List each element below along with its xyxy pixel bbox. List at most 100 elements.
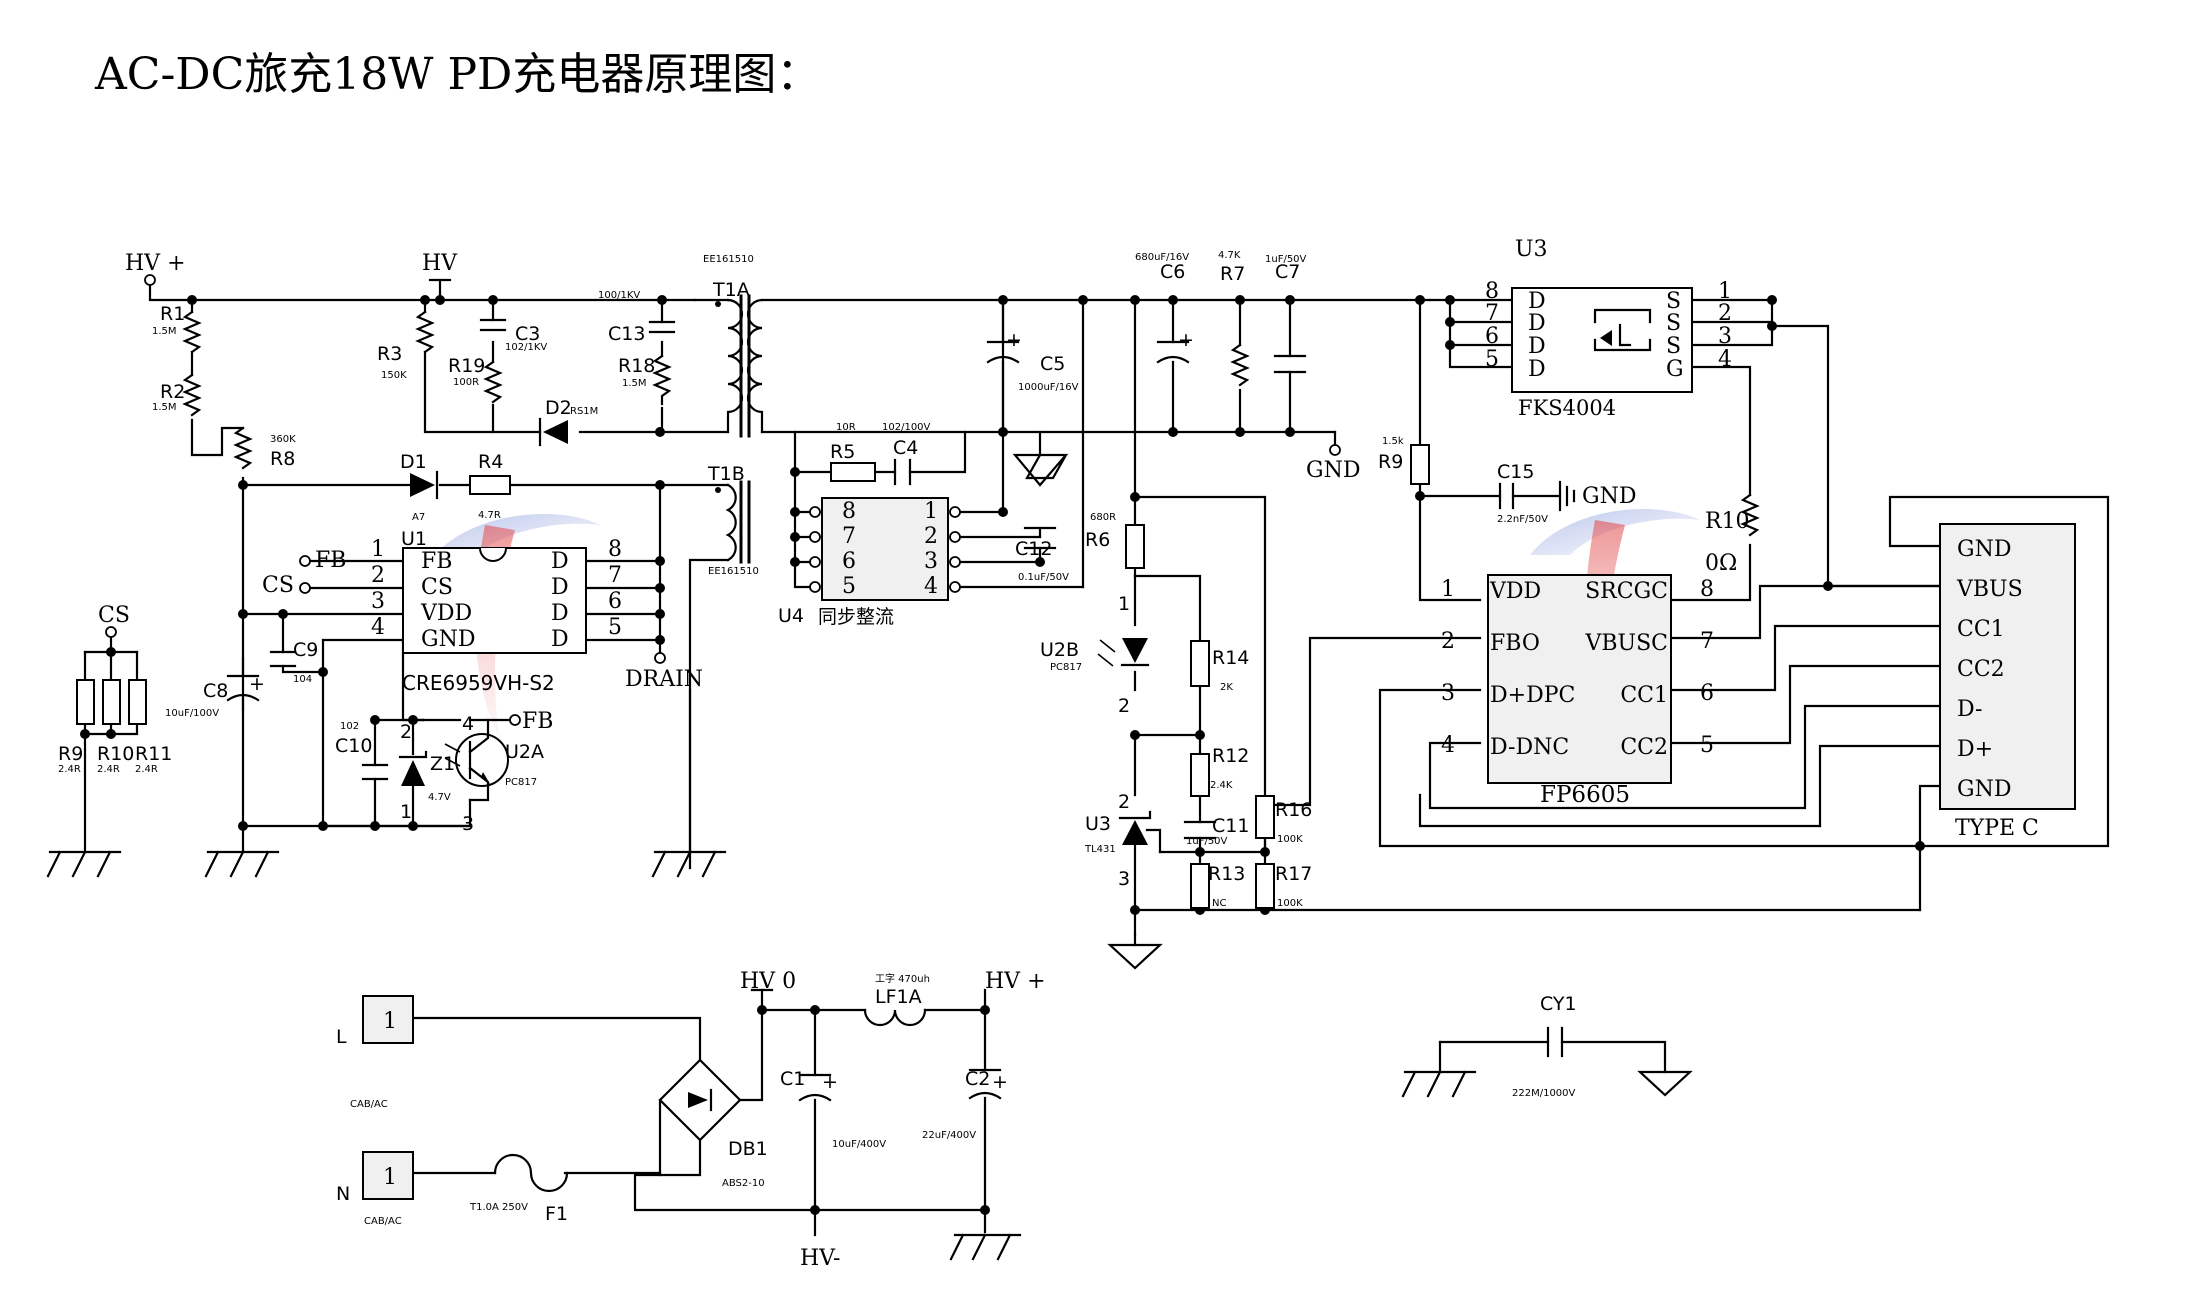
fp6605-pin-name: SRCGC bbox=[1585, 579, 1668, 604]
svg-text:100K: 100K bbox=[1277, 834, 1303, 845]
svg-text:R10: R10 bbox=[1705, 509, 1750, 534]
d1-symbol bbox=[410, 470, 439, 500]
u3-pin-num: 3 bbox=[1118, 868, 1130, 890]
svg-text:RS1M: RS1M bbox=[570, 406, 598, 417]
svg-text:4.7V: 4.7V bbox=[428, 792, 451, 803]
fp6605-chip bbox=[1487, 574, 1672, 784]
fks4004-chip bbox=[1511, 287, 1693, 393]
u4-pin-num: 1 bbox=[924, 499, 938, 524]
signal-ground-icon bbox=[1107, 943, 1163, 970]
r14-symbol bbox=[1190, 640, 1210, 687]
svg-text:R1: R1 bbox=[160, 303, 185, 325]
fks-pin-num: 2 bbox=[1718, 301, 1732, 326]
fks-pin-num: 6 bbox=[1485, 324, 1499, 349]
u1-pin-num: 2 bbox=[371, 563, 385, 588]
c13-symbol bbox=[648, 320, 676, 334]
svg-text:U1: U1 bbox=[401, 528, 427, 550]
svg-text:100/1KV: 100/1KV bbox=[598, 290, 640, 301]
earth-ground-icon bbox=[949, 1233, 1022, 1261]
svg-text:U2B: U2B bbox=[1040, 639, 1079, 661]
earth-ground-icon bbox=[1401, 1070, 1477, 1098]
svg-text:104: 104 bbox=[293, 674, 312, 685]
u1-pin-num: 3 bbox=[371, 589, 385, 614]
svg-text:R6: R6 bbox=[1085, 529, 1110, 551]
svg-text:C15: C15 bbox=[1497, 461, 1534, 483]
svg-text:R10: R10 bbox=[97, 743, 134, 765]
svg-text:102: 102 bbox=[340, 721, 359, 732]
u1-pin-name: CS bbox=[421, 575, 453, 600]
c3-symbol bbox=[479, 318, 507, 332]
svg-text:2.4R: 2.4R bbox=[135, 764, 158, 775]
r18-symbol bbox=[652, 354, 672, 406]
svg-text:C7: C7 bbox=[1275, 261, 1300, 283]
inductor-lf1a-symbol bbox=[863, 1008, 927, 1027]
earth-ground-icon bbox=[204, 850, 280, 878]
u4-chip bbox=[821, 497, 949, 601]
svg-text:R12: R12 bbox=[1212, 745, 1249, 767]
fp6605-pin-name: VBUSC bbox=[1585, 631, 1669, 656]
svg-text:2.4R: 2.4R bbox=[97, 764, 120, 775]
svg-text:+: + bbox=[1178, 329, 1194, 351]
typec-pin-name: GND bbox=[1957, 777, 2011, 802]
fks-pin-name: S bbox=[1666, 311, 1681, 336]
r13-symbol bbox=[1190, 863, 1210, 909]
svg-text:360K: 360K bbox=[270, 434, 296, 445]
u3-tl431-symbol bbox=[1118, 810, 1152, 845]
svg-text:100K: 100K bbox=[1277, 898, 1303, 909]
net-cs-u1: CS bbox=[262, 573, 294, 598]
u1-pin-num: 8 bbox=[608, 537, 622, 562]
svg-text:R8: R8 bbox=[270, 448, 295, 470]
svg-text:102/100V: 102/100V bbox=[882, 422, 931, 433]
c9-symbol bbox=[269, 650, 297, 668]
u4-pin-num: 5 bbox=[842, 574, 856, 599]
net-hv-plus-2: HV + bbox=[985, 969, 1046, 994]
r4-symbol bbox=[469, 475, 511, 495]
bridge-db1-symbol bbox=[658, 1058, 742, 1142]
svg-text:C4: C4 bbox=[893, 437, 918, 459]
r6-symbol bbox=[1125, 524, 1145, 569]
fp6605-pin-name: VDD bbox=[1489, 579, 1541, 604]
typec-pin-name: D+ bbox=[1957, 737, 1993, 762]
ground-icon bbox=[1558, 480, 1576, 512]
net-drain: DRAIN bbox=[625, 667, 703, 692]
ground-symbols bbox=[46, 453, 1693, 1261]
svg-text:Z1: Z1 bbox=[430, 753, 455, 775]
svg-text:1.5M: 1.5M bbox=[152, 326, 177, 337]
svg-text:R14: R14 bbox=[1212, 647, 1249, 669]
u4-pin-num: 2 bbox=[924, 524, 938, 549]
r9-1.5k-symbol bbox=[1410, 444, 1430, 485]
svg-text:1uF/50V: 1uF/50V bbox=[1186, 836, 1228, 847]
svg-text:N: N bbox=[336, 1183, 350, 1205]
u1-pin-name: VDD bbox=[420, 601, 472, 626]
svg-text:CAB/AC: CAB/AC bbox=[350, 1099, 388, 1110]
u1-pin-name: FB bbox=[421, 549, 452, 574]
svg-text:EE161510: EE161510 bbox=[703, 254, 754, 265]
svg-text:680uF/16V: 680uF/16V bbox=[1135, 252, 1189, 263]
c5-symbol: + bbox=[986, 329, 1022, 364]
c2-symbol: + bbox=[968, 1068, 1008, 1100]
svg-text:R13: R13 bbox=[1208, 863, 1245, 885]
svg-text:T1B: T1B bbox=[707, 463, 745, 485]
svg-text:U2A: U2A bbox=[505, 741, 544, 763]
u1-pin-name: GND bbox=[421, 627, 475, 652]
z1-pin-num: 2 bbox=[400, 721, 412, 743]
svg-text:222M/1000V: 222M/1000V bbox=[1512, 1088, 1576, 1099]
r3-symbol bbox=[415, 310, 435, 354]
svg-text:DB1: DB1 bbox=[728, 1138, 768, 1160]
svg-text:PC817: PC817 bbox=[505, 777, 537, 788]
svg-text:R9: R9 bbox=[58, 743, 83, 765]
junctions bbox=[80, 295, 1925, 1215]
svg-text:L: L bbox=[336, 1026, 347, 1048]
svg-text:C3: C3 bbox=[515, 323, 540, 345]
svg-text:10R: 10R bbox=[836, 422, 856, 433]
fp6605-pin-num: 2 bbox=[1441, 629, 1455, 654]
svg-text:2.4K: 2.4K bbox=[1210, 780, 1233, 791]
fks-pin-num: 4 bbox=[1718, 347, 1732, 372]
u1-pin-num: 6 bbox=[608, 589, 622, 614]
svg-text:1: 1 bbox=[383, 1165, 397, 1190]
svg-text:+: + bbox=[1006, 329, 1022, 351]
net-gnd-c15: GND bbox=[1582, 484, 1636, 509]
svg-text:1000uF/16V: 1000uF/16V bbox=[1018, 382, 1079, 393]
u1-chip bbox=[402, 547, 587, 654]
